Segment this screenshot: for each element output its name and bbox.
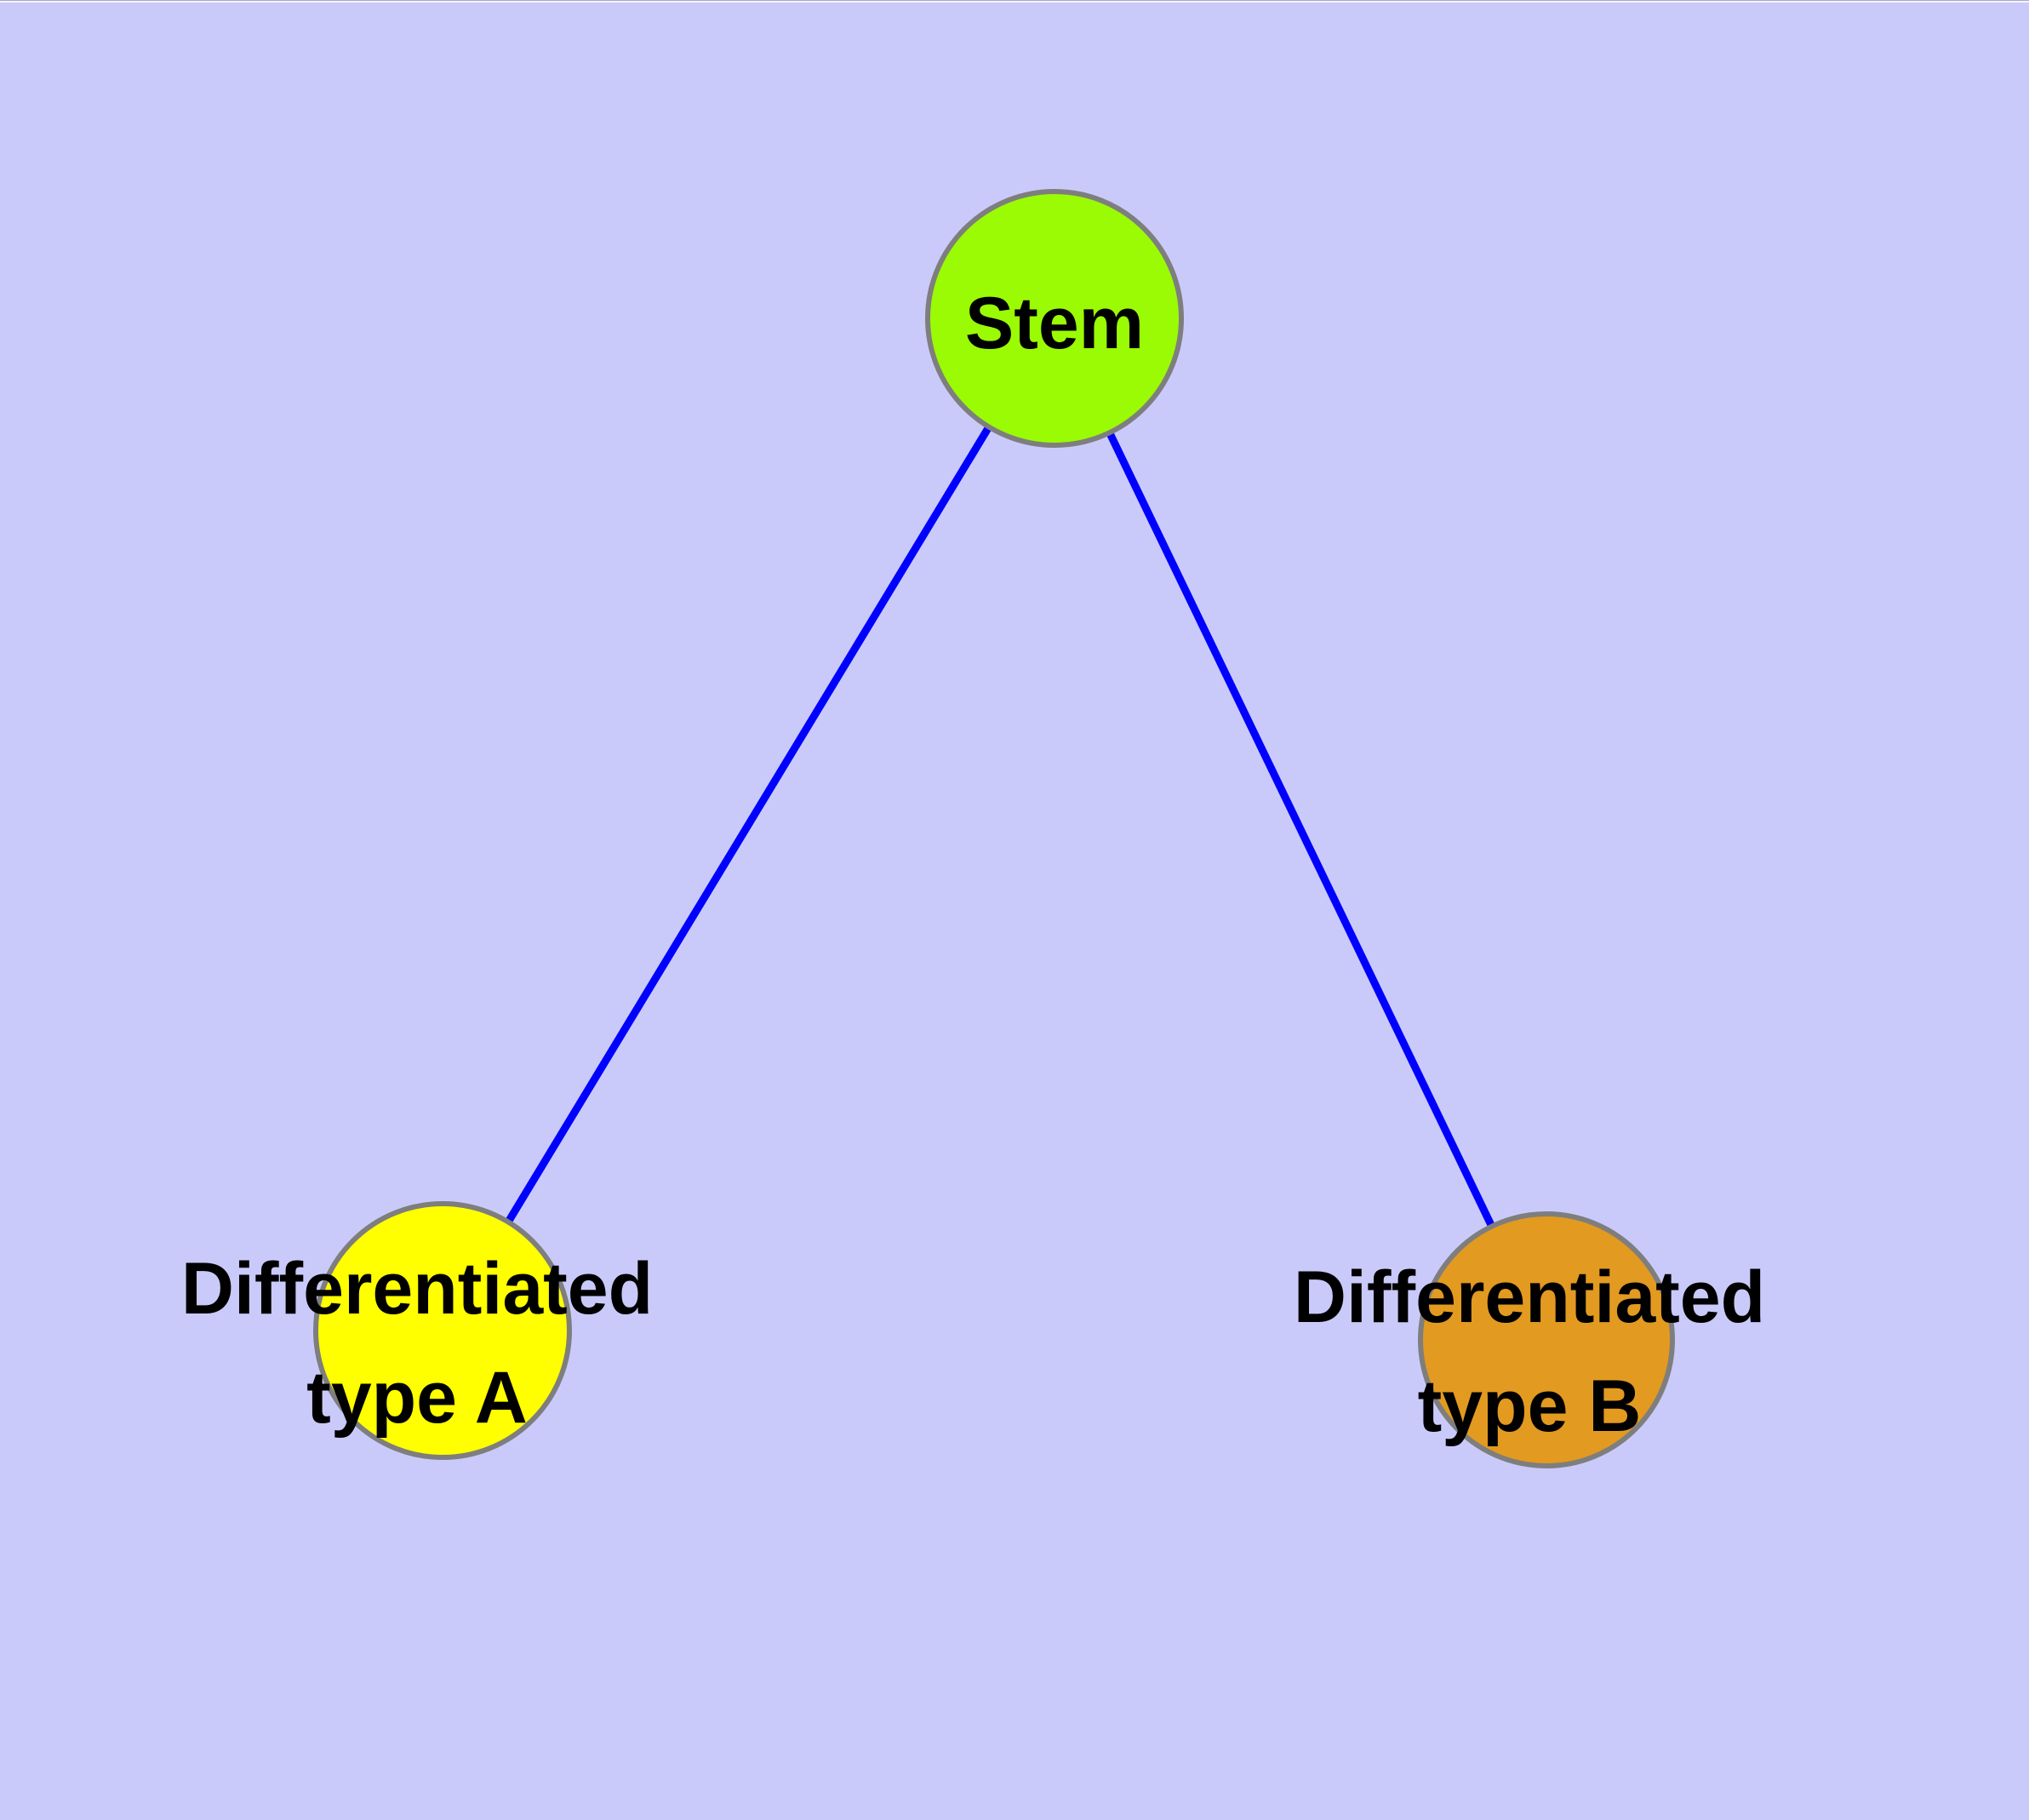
edge-stem-to-diff-a: [439, 316, 1058, 1333]
node-differentiated-type-a: [313, 1201, 572, 1460]
window-top-hairline: [0, 0, 2029, 1]
node-label-stem: Stem: [964, 283, 1145, 364]
node-label-differentiated-type-b: Differentiated type B: [1293, 1256, 1766, 1447]
node-label-differentiated-type-a: Differentiated type A: [180, 1248, 654, 1439]
edge-stem-to-diff-b: [1050, 317, 1551, 1342]
window-top-edge: [0, 1, 2029, 3]
node-stem: [925, 189, 1184, 448]
node-differentiated-type-b: [1418, 1211, 1675, 1468]
